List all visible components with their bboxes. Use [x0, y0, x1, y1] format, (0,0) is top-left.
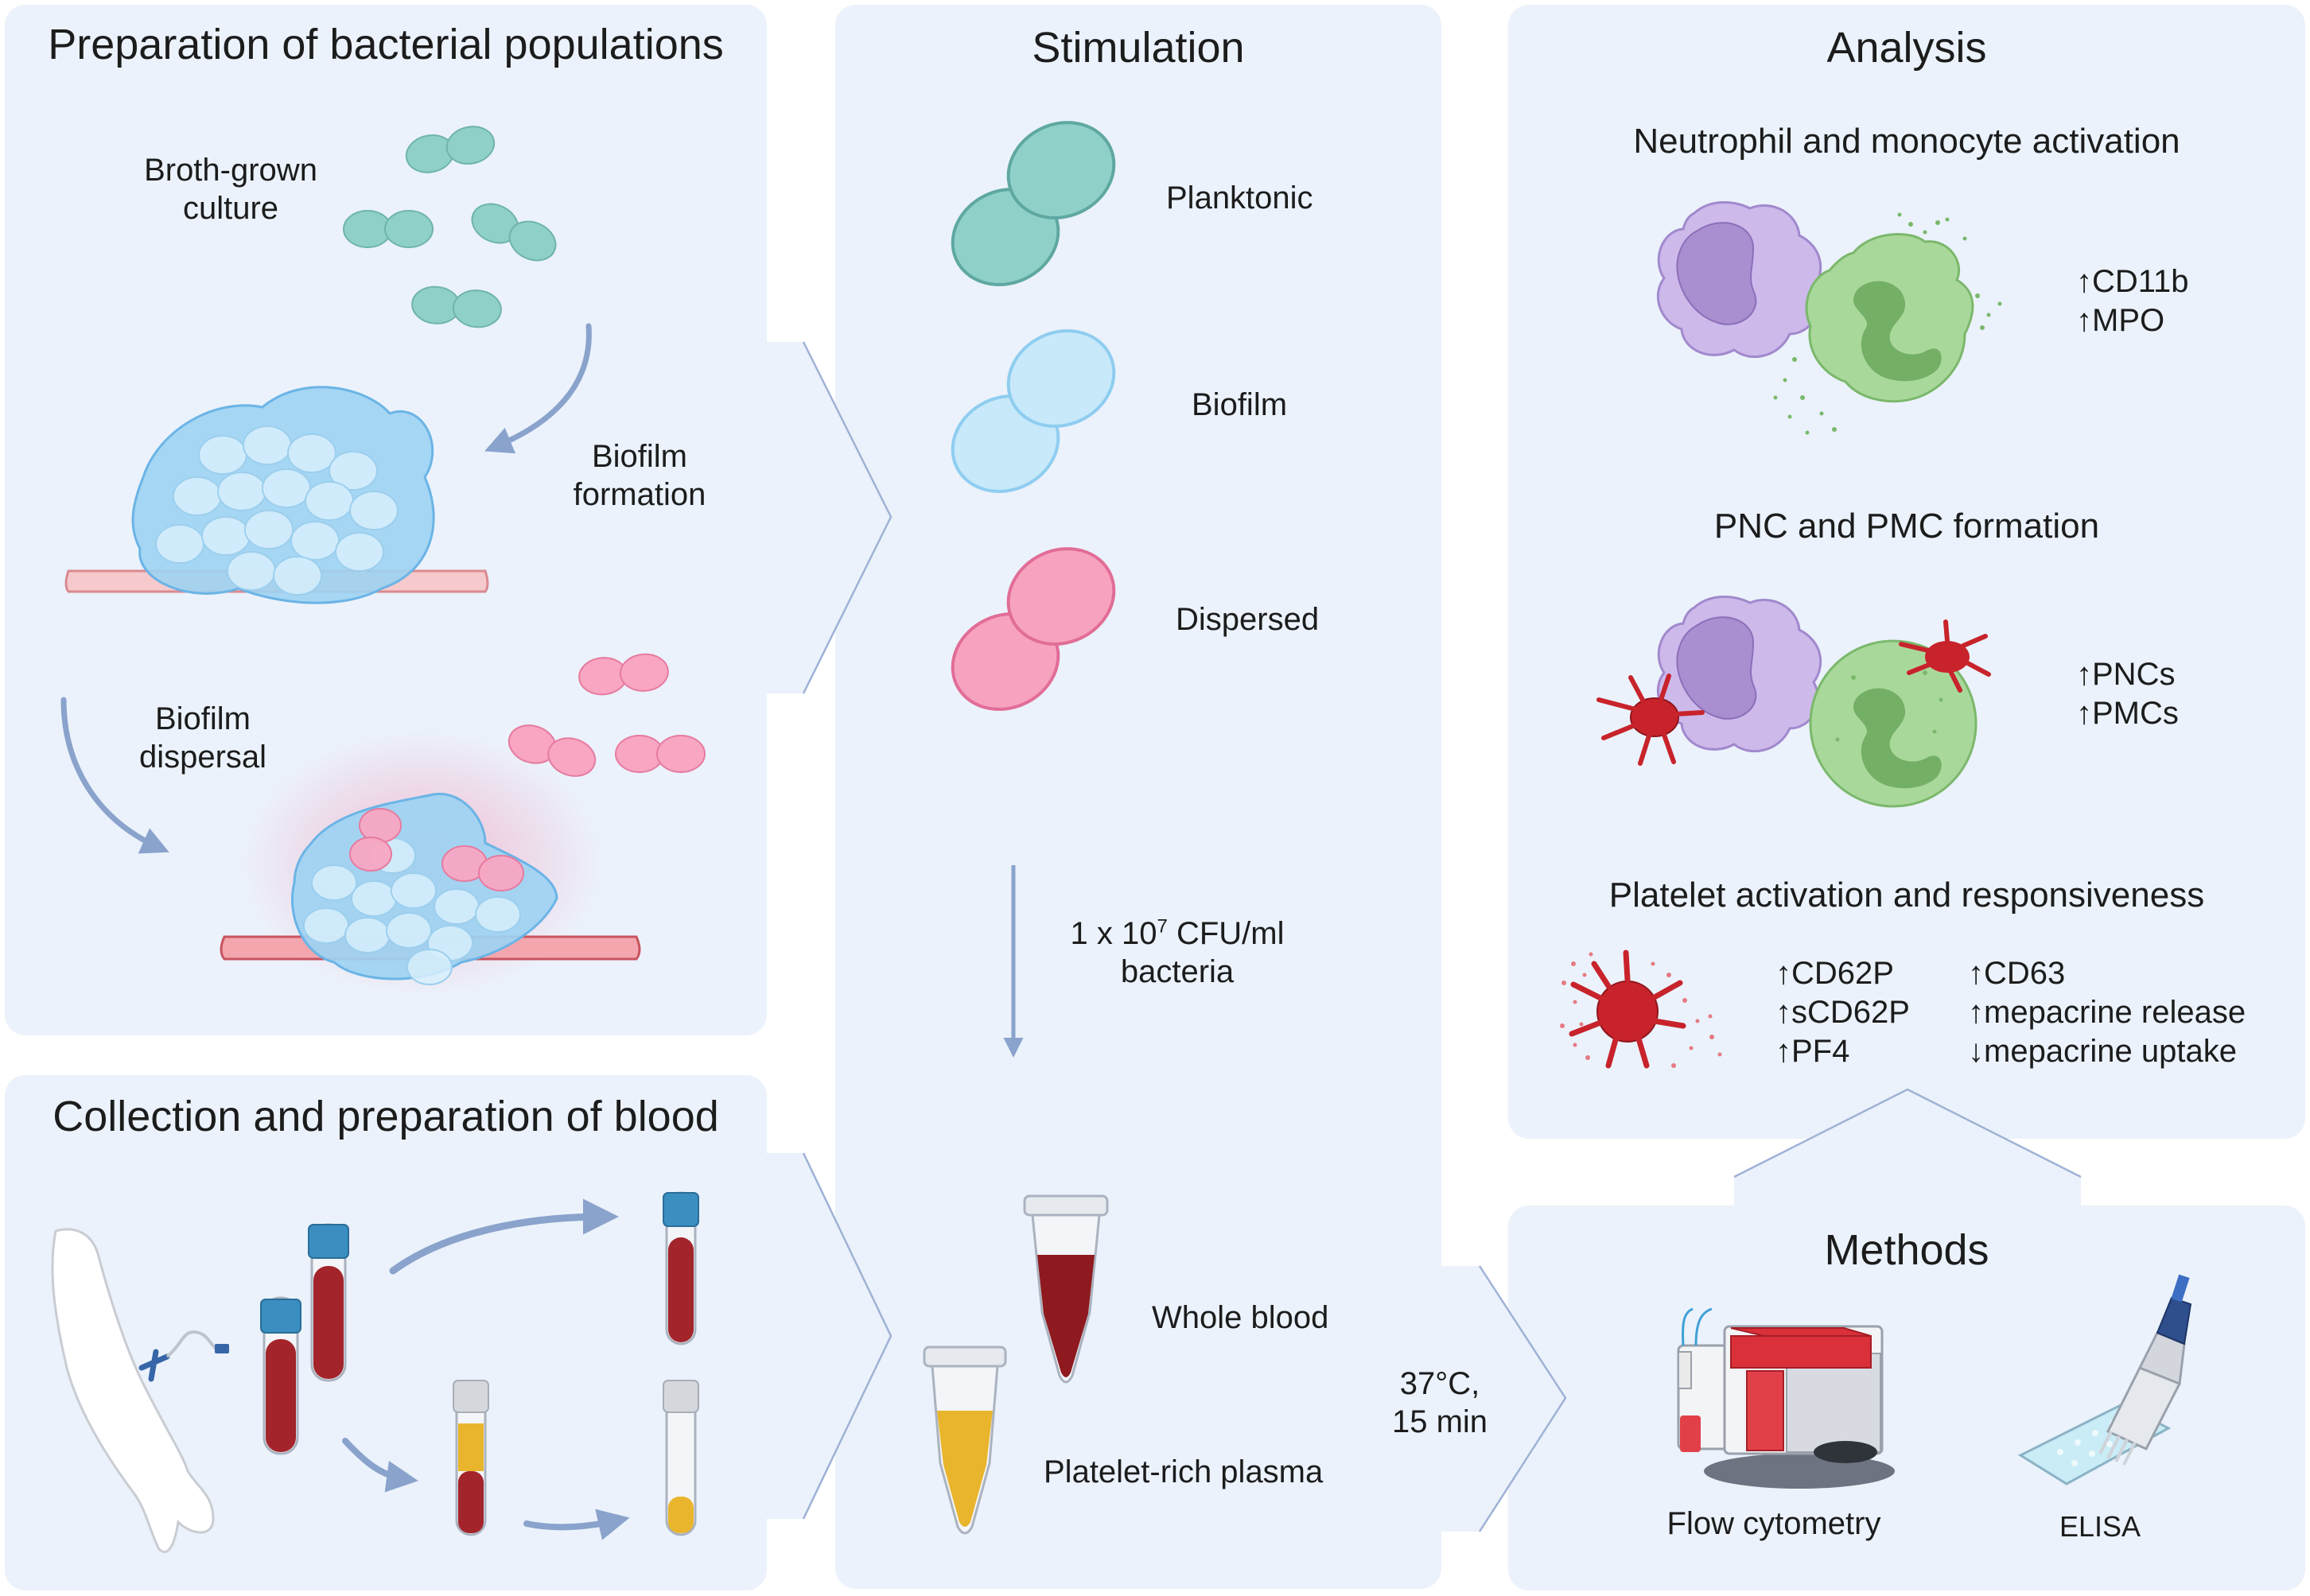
- flow-cytometry-label: Flow cytometry: [1666, 1506, 1881, 1541]
- elisa-plate-pipette-illustration: [2017, 1274, 2192, 1485]
- section3-markers-b: ↑CD63 ↑mepacrine release ↓mepacrine upta…: [1968, 954, 2246, 1070]
- collection-panel: [5, 1075, 767, 1590]
- connector-collection-to-stim: [767, 1152, 892, 1520]
- arrow-biofilm-dispersal: [60, 697, 169, 854]
- marker-pncs: ↑PNCs: [2076, 657, 2176, 692]
- collection-title: Collection and preparation of blood: [52, 1093, 719, 1140]
- marker-mpo: ↑MPO: [2076, 302, 2165, 338]
- neutrophil-platelet-complex: [1809, 619, 1991, 808]
- planktonic-bacteria-cluster: [343, 121, 563, 330]
- marker-pf4: ↑PF4: [1775, 1033, 1850, 1069]
- elisa-label: ELISA: [2059, 1510, 2141, 1543]
- biofilm-illustration: [64, 386, 489, 604]
- connector-methods-to-analysis: [1733, 1088, 2082, 1209]
- marker-mepacrine-release: ↑mepacrine release: [1968, 994, 2246, 1030]
- section-platelet-title: Platelet activation and responsiveness: [1608, 876, 2205, 914]
- preparation-title: Preparation of bacterial populations: [48, 21, 724, 68]
- activated-neutrophil-cell: [1773, 212, 2002, 435]
- flow-cytometer-illustration: [1677, 1307, 1895, 1489]
- arrow-biofilm-formation: [484, 323, 592, 454]
- marker-scd62p: ↑sCD62P: [1775, 994, 1910, 1030]
- marker-mepacrine-uptake: ↓mepacrine uptake: [1968, 1033, 2237, 1069]
- section2-markers: ↑PNCs ↑PMCs: [2076, 655, 2179, 733]
- analysis-title: Analysis: [1826, 24, 1987, 72]
- incubation-label: 37°C, 15 min: [1391, 1366, 1488, 1439]
- stimulation-panel: [835, 5, 1441, 1589]
- stimulation-title: Stimulation: [1032, 24, 1245, 72]
- dose-label: 1 x 107 CFU/ml bacteria: [1070, 915, 1285, 989]
- blood-tube-centrifuged: [453, 1380, 489, 1536]
- arm-illustration: [51, 1228, 229, 1554]
- biofilm-label: Biofilm: [1192, 387, 1288, 422]
- planktonic-label: Planktonic: [1166, 181, 1313, 216]
- monocyte-cell: [1656, 200, 1822, 359]
- planktonic-bacterium: [951, 121, 1116, 286]
- dispersed-label: Dispersed: [1176, 602, 1320, 637]
- section3-markers-a: ↑CD62P ↑sCD62P ↑PF4: [1775, 954, 1910, 1070]
- blood-tube-whole: [663, 1191, 699, 1346]
- section1-markers: ↑CD11b ↑MPO: [2076, 262, 2189, 340]
- marker-cd63: ↑CD63: [1968, 956, 2066, 991]
- biofilm-bacterium: [951, 329, 1116, 493]
- arrow-to-whole-blood: [389, 1198, 619, 1275]
- methods-title: Methods: [1824, 1226, 1989, 1274]
- marker-cd11b: ↑CD11b: [2076, 264, 2189, 299]
- connector-prep-to-stim: [767, 341, 892, 694]
- marker-cd62p: ↑CD62P: [1775, 956, 1894, 991]
- dispersing-biofilm-illustration: [220, 728, 641, 999]
- arrow-to-plasma: [523, 1509, 630, 1540]
- whole-blood-eppendorf-tube: [1023, 1194, 1109, 1384]
- prp-label: Platelet-rich plasma: [1044, 1454, 1324, 1489]
- section-neutrophil-monocyte-title: Neutrophil and monocyte activation: [1633, 122, 2180, 161]
- marker-pmcs: ↑PMCs: [2076, 695, 2179, 731]
- monocyte-platelet-complex: [1596, 595, 1822, 766]
- dispersed-bacterium: [951, 547, 1116, 711]
- connector-stim-to-methods: [1441, 1265, 1567, 1532]
- analysis-panel: [1508, 5, 2305, 1139]
- biofilm-dispersal-label: Biofilm dispersal: [138, 701, 267, 775]
- blood-tube-1: [260, 1296, 301, 1455]
- blood-tube-2: [308, 1223, 349, 1382]
- prp-eppendorf-tube: [923, 1346, 1007, 1535]
- activated-platelet: [1560, 949, 1722, 1069]
- broth-culture-label: Broth-grown culture: [144, 153, 317, 226]
- biofilm-formation-label: Biofilm formation: [573, 439, 706, 512]
- plasma-tube: [663, 1380, 699, 1536]
- whole-blood-label: Whole blood: [1152, 1300, 1329, 1335]
- arrow-to-centrifuge: [342, 1438, 418, 1493]
- section-pnc-pmc-title: PNC and PMC formation: [1713, 507, 2100, 546]
